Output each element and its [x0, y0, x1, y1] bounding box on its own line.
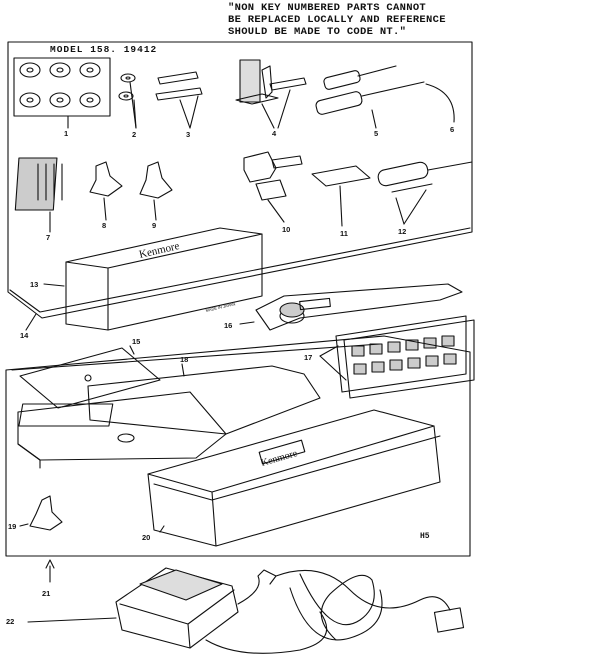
carrying-case-outline: [5, 335, 471, 557]
screwdrivers-part-5: [315, 65, 425, 129]
foot-controller-part-22: [27, 567, 465, 654]
darning-plate-part-11: [311, 165, 371, 227]
accessory-tray-outline: [7, 41, 473, 319]
oiler-part-6: [425, 83, 455, 123]
foot-part-19: [19, 495, 63, 531]
callout-12: 12: [398, 227, 406, 236]
felt-washers-part-2: [118, 73, 137, 129]
callout-1: 1: [64, 129, 68, 138]
note-line-2: BE REPLACED LOCALLY AND REFERENCE: [228, 14, 446, 26]
case-pointer-part-21: [45, 559, 55, 583]
pattern-cams-part-17: [319, 315, 475, 399]
tray-pointer-part-14: [25, 313, 37, 331]
presser-foot-part-8: [89, 161, 123, 221]
callout-15: 15: [132, 337, 140, 346]
callout-3: 3: [186, 130, 190, 139]
note-line-1: "NON KEY NUMBERED PARTS CANNOT: [228, 2, 427, 14]
model-label: MODEL 158. 19412: [50, 44, 158, 55]
spool-pins-part-3: [155, 71, 203, 129]
box-brand-text: Kenmore: [138, 240, 181, 261]
callout-21: 21: [42, 589, 50, 598]
zipper-foot-part-9: [139, 161, 173, 221]
callout-10: 10: [282, 225, 290, 234]
cam-holder-part-16: [239, 283, 463, 331]
replacement-note: "NON KEY NUMBERED PARTS CANNOT BE REPLAC…: [228, 2, 488, 38]
callout-6: 6: [450, 125, 454, 134]
callout-19: 19: [8, 522, 16, 531]
callout-11: 11: [340, 229, 348, 238]
callout-13: 13: [30, 280, 38, 289]
box-origin-text: MADE IN JAPAN: [205, 301, 236, 313]
callout-14: 14: [20, 331, 29, 340]
code-label: H5: [420, 532, 430, 541]
note-line-3: SHOULD BE MADE TO CODE NT.": [228, 26, 407, 38]
callout-5: 5: [374, 129, 378, 138]
case-box-part-20: [147, 409, 441, 547]
brush-part-12: [377, 161, 473, 225]
extension-table-part-15: [19, 345, 161, 409]
callout-4: 4: [272, 129, 277, 138]
callout-7: 7: [46, 233, 50, 242]
case-brand-text: Kenmore: [260, 448, 299, 469]
callout-20: 20: [142, 533, 150, 542]
callout-18: 18: [180, 355, 188, 364]
accessory-box-part-13: [43, 227, 263, 331]
callout-9: 9: [152, 221, 156, 230]
callout-8: 8: [102, 221, 106, 230]
callout-2: 2: [132, 130, 136, 139]
callout-17: 17: [304, 353, 312, 362]
callout-22: 22: [6, 617, 14, 626]
callout-16: 16: [224, 321, 232, 330]
buttonhole-attachment-part-10: [243, 151, 303, 223]
bobbins-part-1: [13, 57, 111, 129]
needle-pack-part-7: [14, 157, 63, 233]
case-cover-part-18: [17, 363, 321, 469]
seam-guide-part-4: [235, 59, 307, 129]
